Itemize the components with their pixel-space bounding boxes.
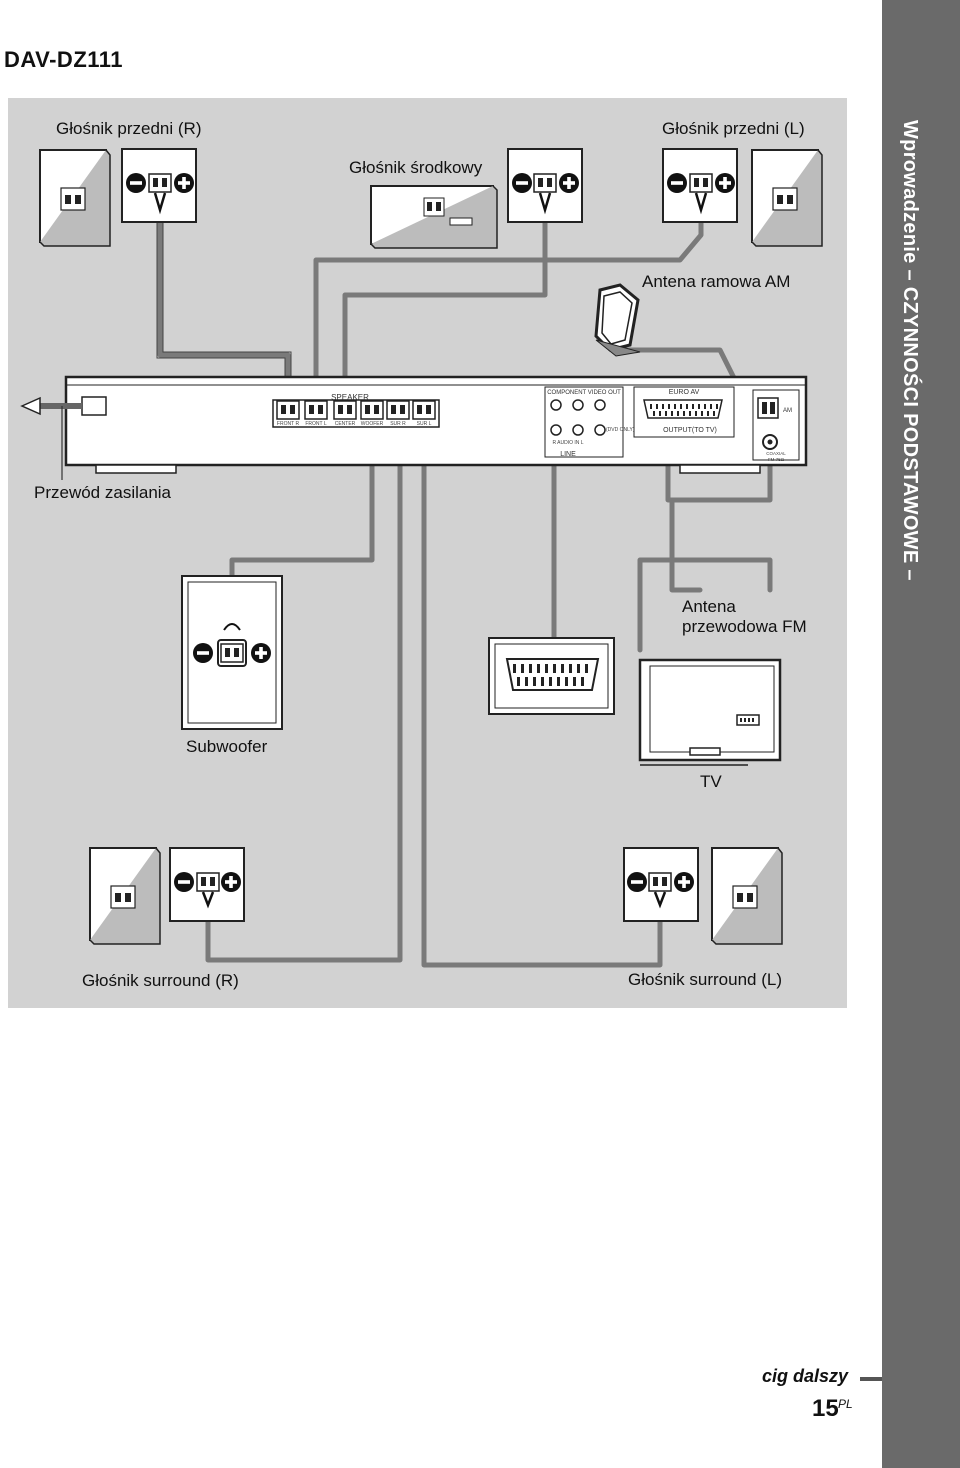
front-r-label: Głośnik przedni (R)	[56, 119, 202, 138]
component-video-label: COMPONENT VIDEO OUT	[547, 390, 621, 396]
center-label: Głośnik środkowy	[349, 158, 483, 177]
jack-label: SUR L	[417, 421, 432, 427]
subwoofer-label: Subwoofer	[186, 737, 268, 756]
dvd-only-label: (DVD ONLY)	[606, 427, 635, 433]
section-sidebar	[882, 0, 960, 1468]
euro-av-label: EURO AV	[669, 389, 700, 396]
continued-label: cig dalszy	[762, 1366, 849, 1386]
model-name: DAV-DZ111	[4, 47, 124, 72]
power-cord-label: Przewód zasilania	[34, 483, 172, 502]
am-terminal-label: AM	[783, 408, 792, 414]
jack-label: SUR R	[390, 421, 406, 427]
output-to-tv-label: OUTPUT(TO TV)	[663, 427, 717, 434]
coaxial-label: COAXIAL	[766, 451, 786, 456]
page-number: 15	[812, 1395, 839, 1422]
jack-label: WOOFER	[361, 421, 384, 427]
fm-antenna-label-2: przewodowa FM	[682, 617, 807, 636]
audio-in-label: R AUDIO IN L	[552, 440, 583, 446]
front-l-label: Głośnik przedni (L)	[662, 119, 805, 138]
line-label: LINE	[560, 451, 576, 458]
jack-label: FRONT R	[277, 421, 300, 427]
speaker-section-label: SPEAKER	[331, 393, 369, 402]
jack-label: FRONT L	[305, 421, 327, 427]
connection-diagram: SPEAKER FRONT R FRONT L CENTER WOOFER SU…	[20, 148, 823, 968]
page-suffix: PL	[838, 1397, 853, 1411]
fm-antenna-label-1: Antena	[682, 597, 736, 616]
continued-bar	[860, 1377, 882, 1381]
surround-r-label: Głośnik surround (R)	[82, 971, 239, 990]
section-title: Wprowadzenie – CZYNNOŚCI PODSTAWOWE –	[899, 120, 921, 581]
am-antenna-label: Antena ramowa AM	[642, 272, 791, 291]
jack-label: CENTER	[335, 421, 356, 427]
fm-label: FM 75Ω	[768, 457, 785, 462]
tv-label: TV	[700, 772, 722, 791]
surround-l-label: Głośnik surround (L)	[628, 970, 783, 989]
